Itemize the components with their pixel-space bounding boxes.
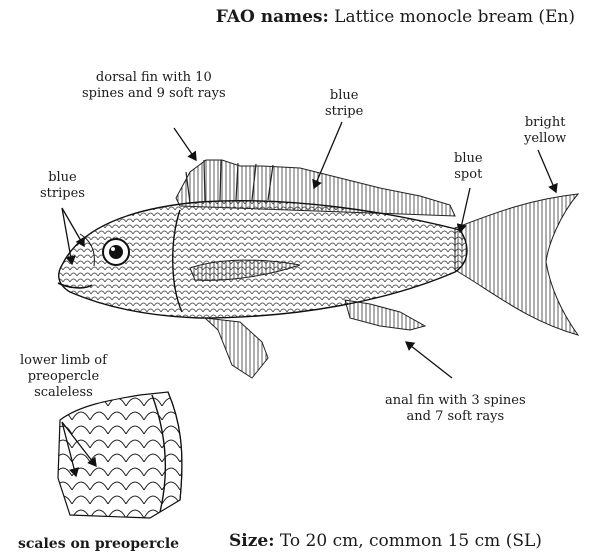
inset-caption: scales on preopercle — [18, 536, 179, 553]
label-preopercle: lower limb of preopercle scaleless — [20, 353, 107, 401]
size-line: Size: To 20 cm, common 15 cm (SL) — [229, 533, 542, 550]
caudal-fin — [455, 194, 578, 335]
label-blue-stripe: blue stripe — [325, 88, 363, 120]
label-bright-yellow: bright yellow — [524, 115, 566, 147]
size-label: Size: — [229, 531, 274, 551]
anal-fin — [345, 300, 425, 330]
label-blue-spot: blue spot — [454, 151, 483, 183]
label-anal-fin: anal fin with 3 spines and 7 soft rays — [385, 393, 526, 425]
preopercle-scale-inset — [58, 392, 182, 518]
arrow-dorsal-fin — [174, 128, 196, 160]
label-dorsal-fin: dorsal fin with 10 spines and 9 soft ray… — [82, 70, 226, 102]
arrow-anal-fin — [406, 342, 452, 378]
label-blue-stripes: blue stripes — [40, 170, 85, 202]
pelvic-fin — [205, 318, 268, 378]
size-value: To 20 cm, common 15 cm (SL) — [280, 531, 542, 551]
arrow-bright-yellow — [538, 150, 556, 192]
